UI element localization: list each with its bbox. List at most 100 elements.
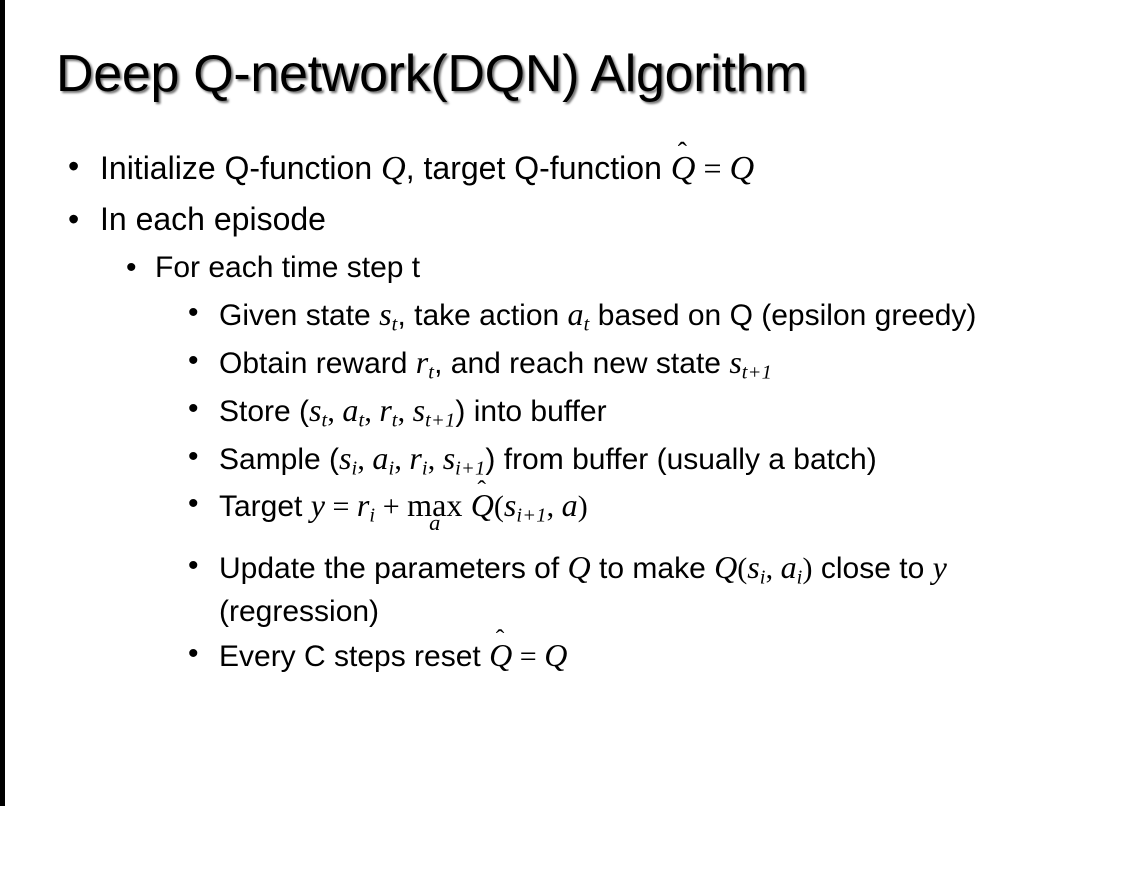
math-var-s1: s (339, 439, 352, 476)
math-var-s: s (747, 549, 760, 586)
math-equals: = (512, 639, 545, 673)
bullet-store-text: Store (st, at, rt, st+1) into buffer (188, 389, 1098, 435)
math-paren-open: ( (493, 490, 504, 524)
text-fragment: based on Q (epsilon greedy) (589, 299, 977, 333)
math-sub-a1: t (358, 409, 365, 432)
math-var-s2: s (412, 391, 426, 428)
math-var-s2: s (442, 439, 456, 476)
math-comma: , (397, 394, 413, 428)
text-fragment: Given state (219, 299, 380, 333)
bullet-given-state-text: Given state st, take action at based on … (188, 293, 1098, 339)
hat-accent-icon: ˆ (477, 474, 486, 504)
math-var-q: Q (381, 149, 406, 187)
bullet-initialize: • Initialize Q-function Q, target Q-func… (0, 138, 1124, 191)
bullet-marker: • (126, 251, 137, 285)
math-max-label: max (407, 487, 463, 524)
math-sub-r: t (428, 361, 435, 384)
math-comma: , (546, 490, 562, 524)
math-max-subscript: a (429, 510, 441, 536)
math-sub-s1: i (351, 457, 358, 480)
text-fragment: Initialize Q-function (100, 150, 382, 186)
math-sub-r1: i (421, 457, 428, 480)
bullet-update-text: Update the parameters of Q to make Q(si,… (188, 546, 1098, 632)
bullet-sample-text: Sample (si, ai, ri, si+1) from buffer (u… (188, 437, 1098, 483)
math-paren-close: ) (802, 552, 813, 586)
bullet-marker: • (188, 636, 199, 670)
math-var-q2: Q (729, 149, 755, 187)
math-equals: = (695, 150, 730, 186)
bullet-list: • Initialize Q-function Q, target Q-func… (0, 138, 1124, 679)
bullet-marker: • (188, 439, 199, 473)
text-fragment: Obtain reward (219, 346, 416, 380)
math-var-a: a (780, 549, 797, 586)
hat-accent-icon: ˆ (495, 624, 505, 654)
math-sub-s2: t+1 (425, 409, 456, 432)
bullet-episode: • In each episode (0, 199, 1124, 241)
math-var-r: r (415, 343, 429, 380)
math-var-y: y (310, 487, 325, 524)
math-var-s: s (729, 343, 742, 380)
math-var-q-base: Q (489, 636, 513, 673)
math-sub-s: t+1 (741, 361, 773, 384)
text-fragment: close to (812, 552, 933, 586)
text-fragment: Update the parameters of (219, 552, 568, 586)
left-edge-rule (0, 0, 5, 806)
math-var-a: a (561, 487, 578, 524)
math-equals: = (324, 490, 357, 524)
math-var-q1: Q (567, 549, 591, 586)
math-sub-s1: t (321, 409, 328, 432)
math-var-s: s (503, 487, 517, 524)
text-fragment: ) from buffer (usually a batch) (485, 442, 877, 476)
bullet-sample: • Sample (si, ai, ri, si+1) from buffer … (0, 437, 1124, 483)
math-var-a: a (567, 296, 584, 333)
math-comma: , (394, 442, 410, 476)
bullet-marker: • (188, 391, 199, 425)
text-fragment: to make (590, 552, 715, 586)
bullet-marker: • (68, 200, 80, 237)
math-sub-a1: i (388, 457, 395, 480)
math-var-y: y (932, 549, 947, 586)
math-sub-a: t (583, 313, 590, 336)
page-title: Deep Q-network(DQN) Algorithm (56, 45, 808, 103)
math-plus: + (375, 490, 408, 524)
math-var-q-base: Q (470, 487, 494, 524)
text-fragment: ) into buffer (455, 394, 607, 428)
math-sub-s: t (391, 313, 398, 336)
math-sub-r: i (369, 505, 376, 528)
bullet-time-step-text: For each time step t (155, 251, 421, 285)
math-sub-r1: t (391, 409, 398, 432)
math-var-a1: a (342, 391, 359, 428)
bullet-marker: • (68, 148, 80, 184)
math-comma: , (357, 442, 373, 476)
bullet-marker: • (188, 549, 199, 583)
math-paren-close: ) (577, 490, 588, 524)
math-comma: , (765, 552, 781, 586)
bullet-obtain-reward-text: Obtain reward rt, and reach new state st… (188, 341, 1098, 387)
text-fragment: Every C steps reset (219, 639, 490, 673)
math-var-r1: r (379, 391, 392, 428)
bullet-marker: • (188, 487, 199, 521)
bullet-initialize-text: Initialize Q-function Q, target Q-functi… (68, 138, 1124, 191)
text-fragment: (regression) (219, 595, 380, 629)
bullet-marker: • (188, 296, 199, 330)
math-var-q-base: Q (670, 149, 696, 187)
math-sub-s: i+1 (516, 505, 547, 528)
bullet-given-state: • Given state st, take action at based o… (0, 293, 1124, 339)
math-sub-a: i (796, 566, 803, 589)
text-fragment: , target Q-function (405, 150, 671, 186)
bullet-update: • Update the parameters of Q to make Q(s… (0, 546, 1124, 632)
math-var-a1: a (372, 439, 389, 476)
math-var-q2: Q (714, 549, 738, 586)
math-var-r: r (356, 487, 370, 524)
text-fragment: Store ( (219, 394, 310, 428)
math-var-r1: r (409, 439, 422, 476)
math-comma: , (427, 442, 443, 476)
